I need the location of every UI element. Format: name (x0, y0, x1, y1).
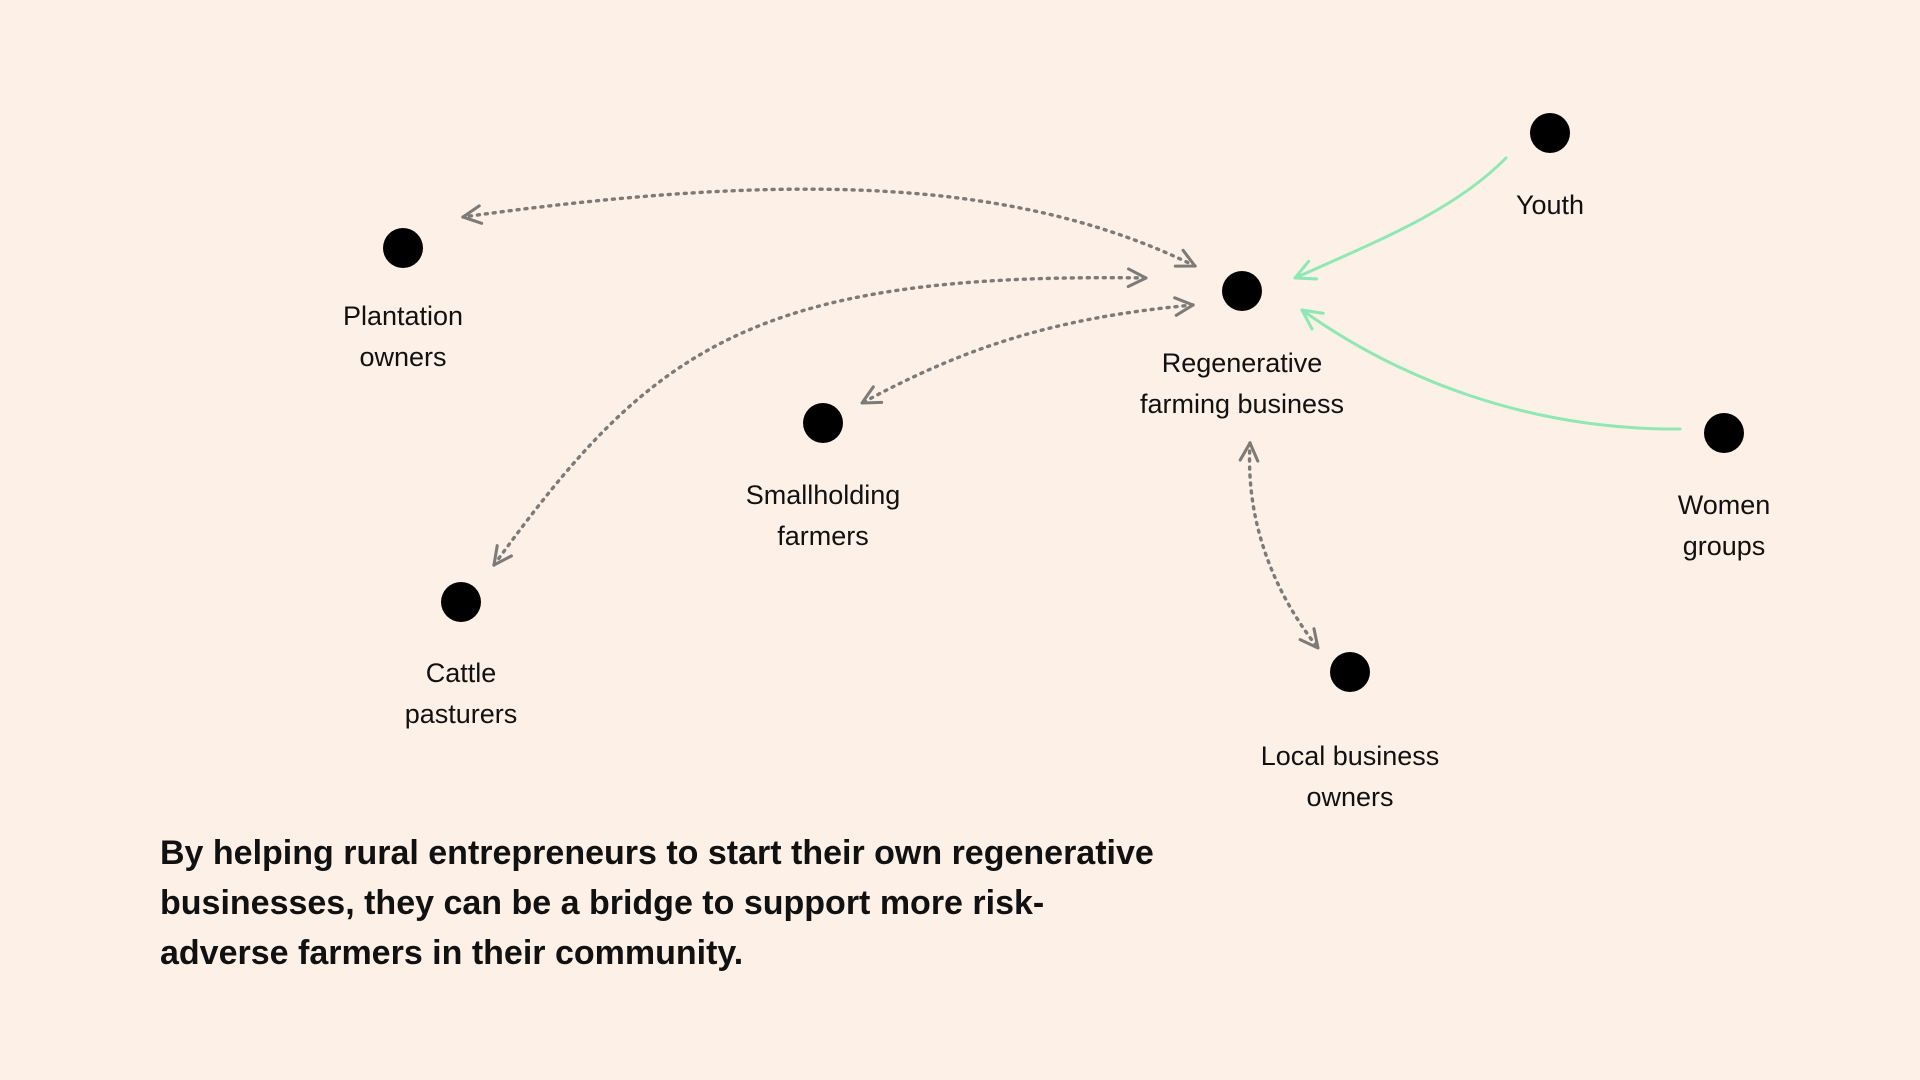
edge-cattle-regenerative (492, 267, 1148, 567)
label-plantation-owners: Plantation owners (342, 301, 464, 372)
node-regenerative-farming-business (1222, 271, 1262, 311)
label-youth: Youth (1515, 190, 1585, 220)
node-smallholding-farmers (803, 403, 843, 443)
node-women-groups (1704, 413, 1744, 453)
node-cattle-pasturers (441, 582, 481, 622)
edge-regenerative-smallholding (860, 296, 1195, 405)
edge-women-regenerative (1300, 308, 1682, 431)
caption-text: By helping rural entrepreneurs to start … (160, 834, 1154, 972)
label-cattle-pasturers: Cattle pasturers (404, 658, 518, 729)
edge-regenerative-plantation (461, 187, 1197, 268)
edge-youth-regenerative (1293, 156, 1508, 281)
label-smallholding-farmers: Smallholding farmers (745, 480, 901, 551)
label-regenerative-farming-business: Regenerative farming business (1139, 348, 1345, 419)
node-local-business-owners (1330, 652, 1370, 692)
label-women-groups: Women groups (1677, 490, 1771, 561)
label-local-business-owners: Local business owners (1260, 741, 1440, 812)
node-youth (1530, 113, 1570, 153)
edge-regenerative-local (1238, 441, 1320, 650)
node-plantation-owners (383, 228, 423, 268)
